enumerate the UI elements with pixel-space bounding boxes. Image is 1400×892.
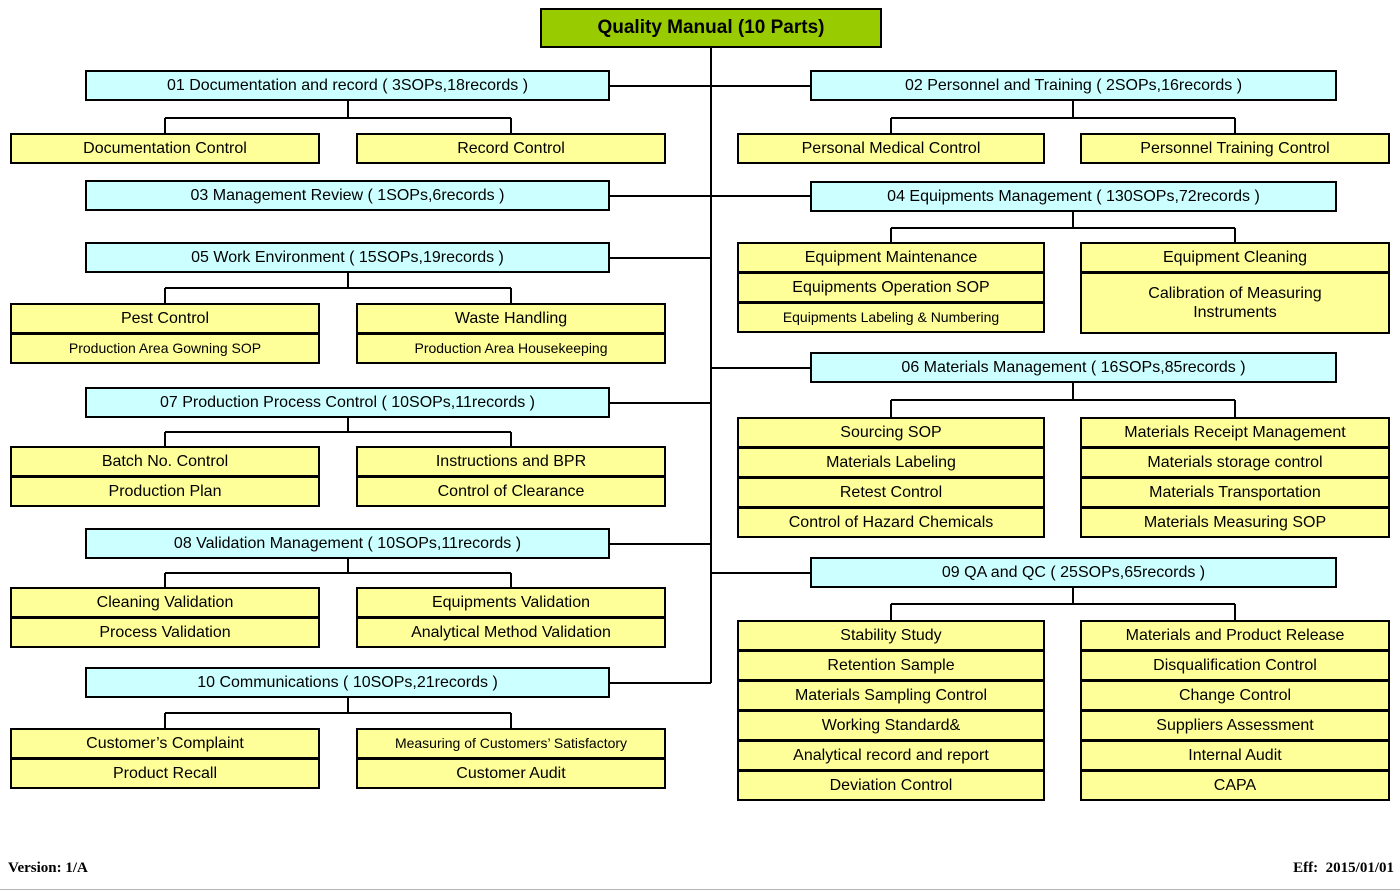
leaf-instructions-and-bpr: Instructions and BPR (356, 446, 666, 477)
section-07-production-process-control: 07 Production Process Control ( 10SOPs,1… (85, 387, 610, 418)
leaf-measuring-of-customers-satisfactory: Measuring of Customers’ Satisfactory (356, 728, 666, 759)
leaf-production-plan: Production Plan (10, 476, 320, 507)
section-04-equipments-management: 04 Equipments Management ( 130SOPs,72rec… (810, 181, 1337, 212)
footer-effective-date-label: Eff: 2015/01/01 (1293, 860, 1394, 876)
leaf-documentation-control: Documentation Control (10, 133, 320, 164)
leaf-retention-sample: Retention Sample (737, 650, 1045, 681)
leaf-internal-audit: Internal Audit (1080, 740, 1390, 771)
leaf-production-area-gowning-sop: Production Area Gowning SOP (10, 333, 320, 364)
leaf-change-control: Change Control (1080, 680, 1390, 711)
leaf-equipments-operation-sop: Equipments Operation SOP (737, 272, 1045, 303)
leaf-equipments-labeling-numbering: Equipments Labeling & Numbering (737, 302, 1045, 333)
bottom-divider (0, 889, 1400, 890)
leaf-personnel-training-control: Personnel Training Control (1080, 133, 1390, 164)
section-02-personnel-and-training: 02 Personnel and Training ( 2SOPs,16reco… (810, 70, 1337, 101)
section-03-management-review: 03 Management Review ( 1SOPs,6records ) (85, 180, 610, 211)
leaf-equipment-maintenance: Equipment Maintenance (737, 242, 1045, 273)
leaf-personal-medical-control: Personal Medical Control (737, 133, 1045, 164)
section-06-materials-management: 06 Materials Management ( 16SOPs,85recor… (810, 352, 1337, 383)
leaf-control-of-clearance: Control of Clearance (356, 476, 666, 507)
leaf-deviation-control: Deviation Control (737, 770, 1045, 801)
leaf-analytical-method-validation: Analytical Method Validation (356, 617, 666, 648)
leaf-customer-audit: Customer Audit (356, 758, 666, 789)
section-08-validation-management: 08 Validation Management ( 10SOPs,11reco… (85, 528, 610, 559)
section-05-work-environment: 05 Work Environment ( 15SOPs,19records ) (85, 242, 610, 273)
leaf-retest-control: Retest Control (737, 477, 1045, 508)
leaf-production-area-housekeeping: Production Area Housekeeping (356, 333, 666, 364)
leaf-stability-study: Stability Study (737, 620, 1045, 651)
leaf-waste-handling: Waste Handling (356, 303, 666, 334)
leaf-capa: CAPA (1080, 770, 1390, 801)
footer-version-label: Version: 1/A (8, 860, 88, 876)
leaf-materials-receipt-management: Materials Receipt Management (1080, 417, 1390, 448)
section-01-documentation-and-record: 01 Documentation and record ( 3SOPs,18re… (85, 70, 610, 101)
leaf-materials-measuring-sop: Materials Measuring SOP (1080, 507, 1390, 538)
leaf-materials-and-product-release: Materials and Product Release (1080, 620, 1390, 651)
leaf-customers-complaint: Customer’s Complaint (10, 728, 320, 759)
leaf-materials-labeling: Materials Labeling (737, 447, 1045, 478)
section-09-qa-and-qc: 09 QA and QC ( 25SOPs,65records ) (810, 557, 1337, 588)
leaf-product-recall: Product Recall (10, 758, 320, 789)
leaf-disqualification-control: Disqualification Control (1080, 650, 1390, 681)
leaf-working-standard: Working Standard& (737, 710, 1045, 741)
leaf-calibration-of-measuring-instruments: Calibration of Measuring Instruments (1080, 272, 1390, 334)
leaf-materials-storage-control: Materials storage control (1080, 447, 1390, 478)
leaf-equipment-cleaning: Equipment Cleaning (1080, 242, 1390, 273)
leaf-equipments-validation: Equipments Validation (356, 587, 666, 618)
root-node-quality-manual: Quality Manual (10 Parts) (540, 8, 882, 48)
leaf-analytical-record-and-report: Analytical record and report (737, 740, 1045, 771)
leaf-sourcing-sop: Sourcing SOP (737, 417, 1045, 448)
leaf-materials-sampling-control: Materials Sampling Control (737, 680, 1045, 711)
leaf-pest-control: Pest Control (10, 303, 320, 334)
leaf-process-validation: Process Validation (10, 617, 320, 648)
section-10-communications: 10 Communications ( 10SOPs,21records ) (85, 667, 610, 698)
leaf-control-of-hazard-chemicals: Control of Hazard Chemicals (737, 507, 1045, 538)
leaf-batch-no-control: Batch No. Control (10, 446, 320, 477)
leaf-suppliers-assessment: Suppliers Assessment (1080, 710, 1390, 741)
leaf-materials-transportation: Materials Transportation (1080, 477, 1390, 508)
leaf-cleaning-validation: Cleaning Validation (10, 587, 320, 618)
leaf-record-control: Record Control (356, 133, 666, 164)
